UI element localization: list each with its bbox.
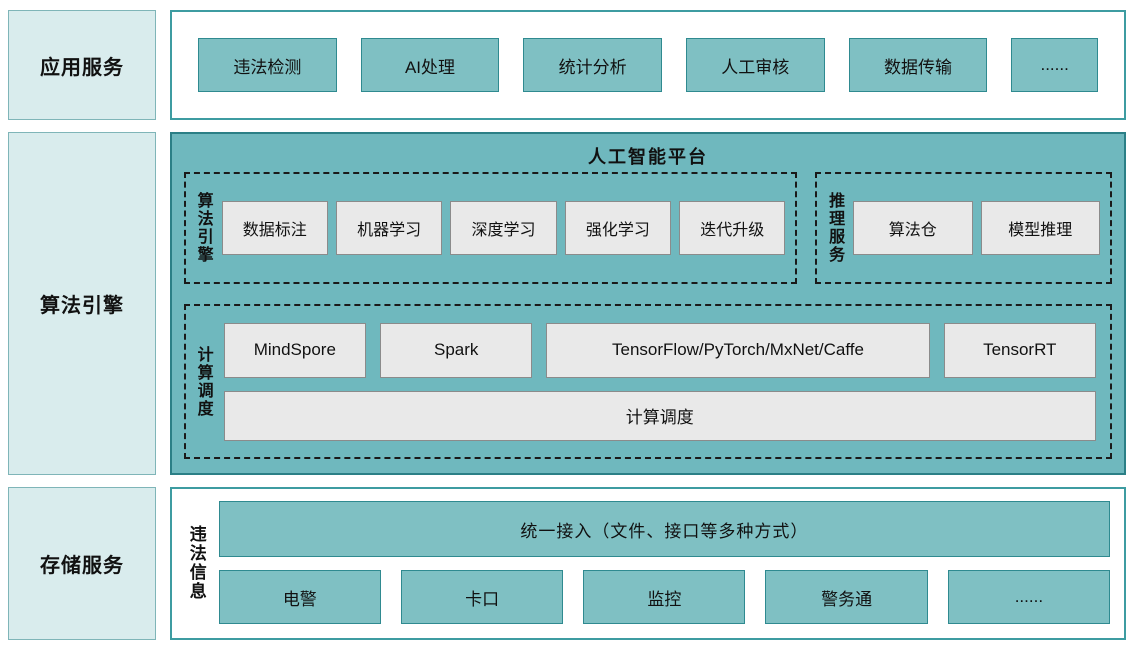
source-surveillance: 监控: [583, 570, 746, 624]
algorithm-engine-row: 算法引擎 人工智能平台 算法引擎 数据标注 机器学习 深度学习 强化学习 迭代升…: [8, 132, 1126, 475]
compute-scheduler-bar: 计算调度: [223, 390, 1096, 441]
source-police-terminal: 警务通: [765, 570, 928, 624]
inference-service-group: 推理服务 算法仓 模型推理: [815, 172, 1112, 284]
algo-item-deep-learning: 深度学习: [450, 201, 557, 255]
engine-groups-row: 算法引擎 数据标注 机器学习 深度学习 强化学习 迭代升级 推理服务 算法仓 模…: [184, 172, 1112, 284]
app-service-item-manual-review: 人工审核: [685, 38, 825, 92]
compute-frameworks-row: MindSpore Spark TensorFlow/PyTorch/MxNet…: [223, 322, 1096, 378]
framework-tensorflow-pytorch-mxnet-caffe: TensorFlow/PyTorch/MxNet/Caffe: [546, 322, 930, 378]
inference-item-model-inference: 模型推理: [980, 201, 1100, 255]
algo-engine-items: 数据标注 机器学习 深度学习 强化学习 迭代升级: [221, 180, 786, 276]
storage-services-row: 存储服务 违法信息 统一接入（文件、接口等多种方式） 电警 卡口 监控 警务通 …: [8, 487, 1126, 640]
app-service-item-illegal-detection: 违法检测: [198, 38, 337, 92]
app-service-item-statistics: 统计分析: [523, 38, 662, 92]
app-service-item-data-transfer: 数据传输: [848, 38, 988, 92]
app-services-panel: 违法检测 AI处理 统计分析 人工审核 数据传输 ......: [170, 10, 1126, 120]
app-service-item-ellipsis: ......: [1011, 38, 1098, 92]
ai-platform-panel: 人工智能平台 算法引擎 数据标注 机器学习 深度学习 强化学习 迭代升级 推理服…: [170, 132, 1126, 475]
framework-spark: Spark: [380, 322, 533, 378]
unified-access-bar: 统一接入（文件、接口等多种方式）: [218, 501, 1110, 557]
inference-service-group-label: 推理服务: [826, 192, 844, 264]
source-electronic-police: 电警: [218, 570, 381, 624]
framework-mindspore: MindSpore: [223, 322, 366, 378]
algo-item-machine-learning: 机器学习: [335, 201, 443, 255]
algo-item-iterative-upgrade: 迭代升级: [679, 201, 786, 255]
storage-panel: 违法信息 统一接入（文件、接口等多种方式） 电警 卡口 监控 警务通 .....…: [170, 487, 1126, 640]
algo-item-reinforcement-learning: 强化学习: [564, 201, 672, 255]
source-checkpoint: 卡口: [400, 570, 564, 624]
framework-tensorrt: TensorRT: [943, 322, 1096, 378]
ai-platform-title: 人工智能平台: [588, 147, 708, 167]
inference-item-algo-warehouse: 算法仓: [853, 201, 973, 255]
compute-scheduling-group-label: 计算调度: [194, 345, 212, 418]
app-services-label: 应用服务: [8, 10, 156, 120]
illegal-info-label: 违法信息: [186, 524, 206, 601]
app-services-row: 应用服务 违法检测 AI处理 统计分析 人工审核 数据传输 ......: [8, 10, 1126, 120]
storage-source-items: 电警 卡口 监控 警务通 ......: [218, 570, 1111, 624]
algo-engine-group-label: 算法引擎: [194, 192, 212, 264]
app-service-item-ai-processing: AI处理: [360, 38, 500, 92]
compute-scheduling-group: 计算调度 MindSpore Spark TensorFlow/PyTorch/…: [184, 304, 1112, 459]
inference-service-items: 算法仓 模型推理: [853, 180, 1100, 276]
algorithm-engine-label: 算法引擎: [8, 132, 156, 475]
storage-content: 统一接入（文件、接口等多种方式） 电警 卡口 监控 警务通 ......: [218, 497, 1111, 628]
algo-engine-group: 算法引擎 数据标注 机器学习 深度学习 强化学习 迭代升级: [184, 172, 798, 284]
compute-scheduling-content: MindSpore Spark TensorFlow/PyTorch/MxNet…: [222, 314, 1098, 449]
storage-services-label: 存储服务: [8, 487, 156, 640]
algo-item-data-labeling: 数据标注: [221, 201, 328, 255]
source-ellipsis: ......: [947, 570, 1111, 624]
